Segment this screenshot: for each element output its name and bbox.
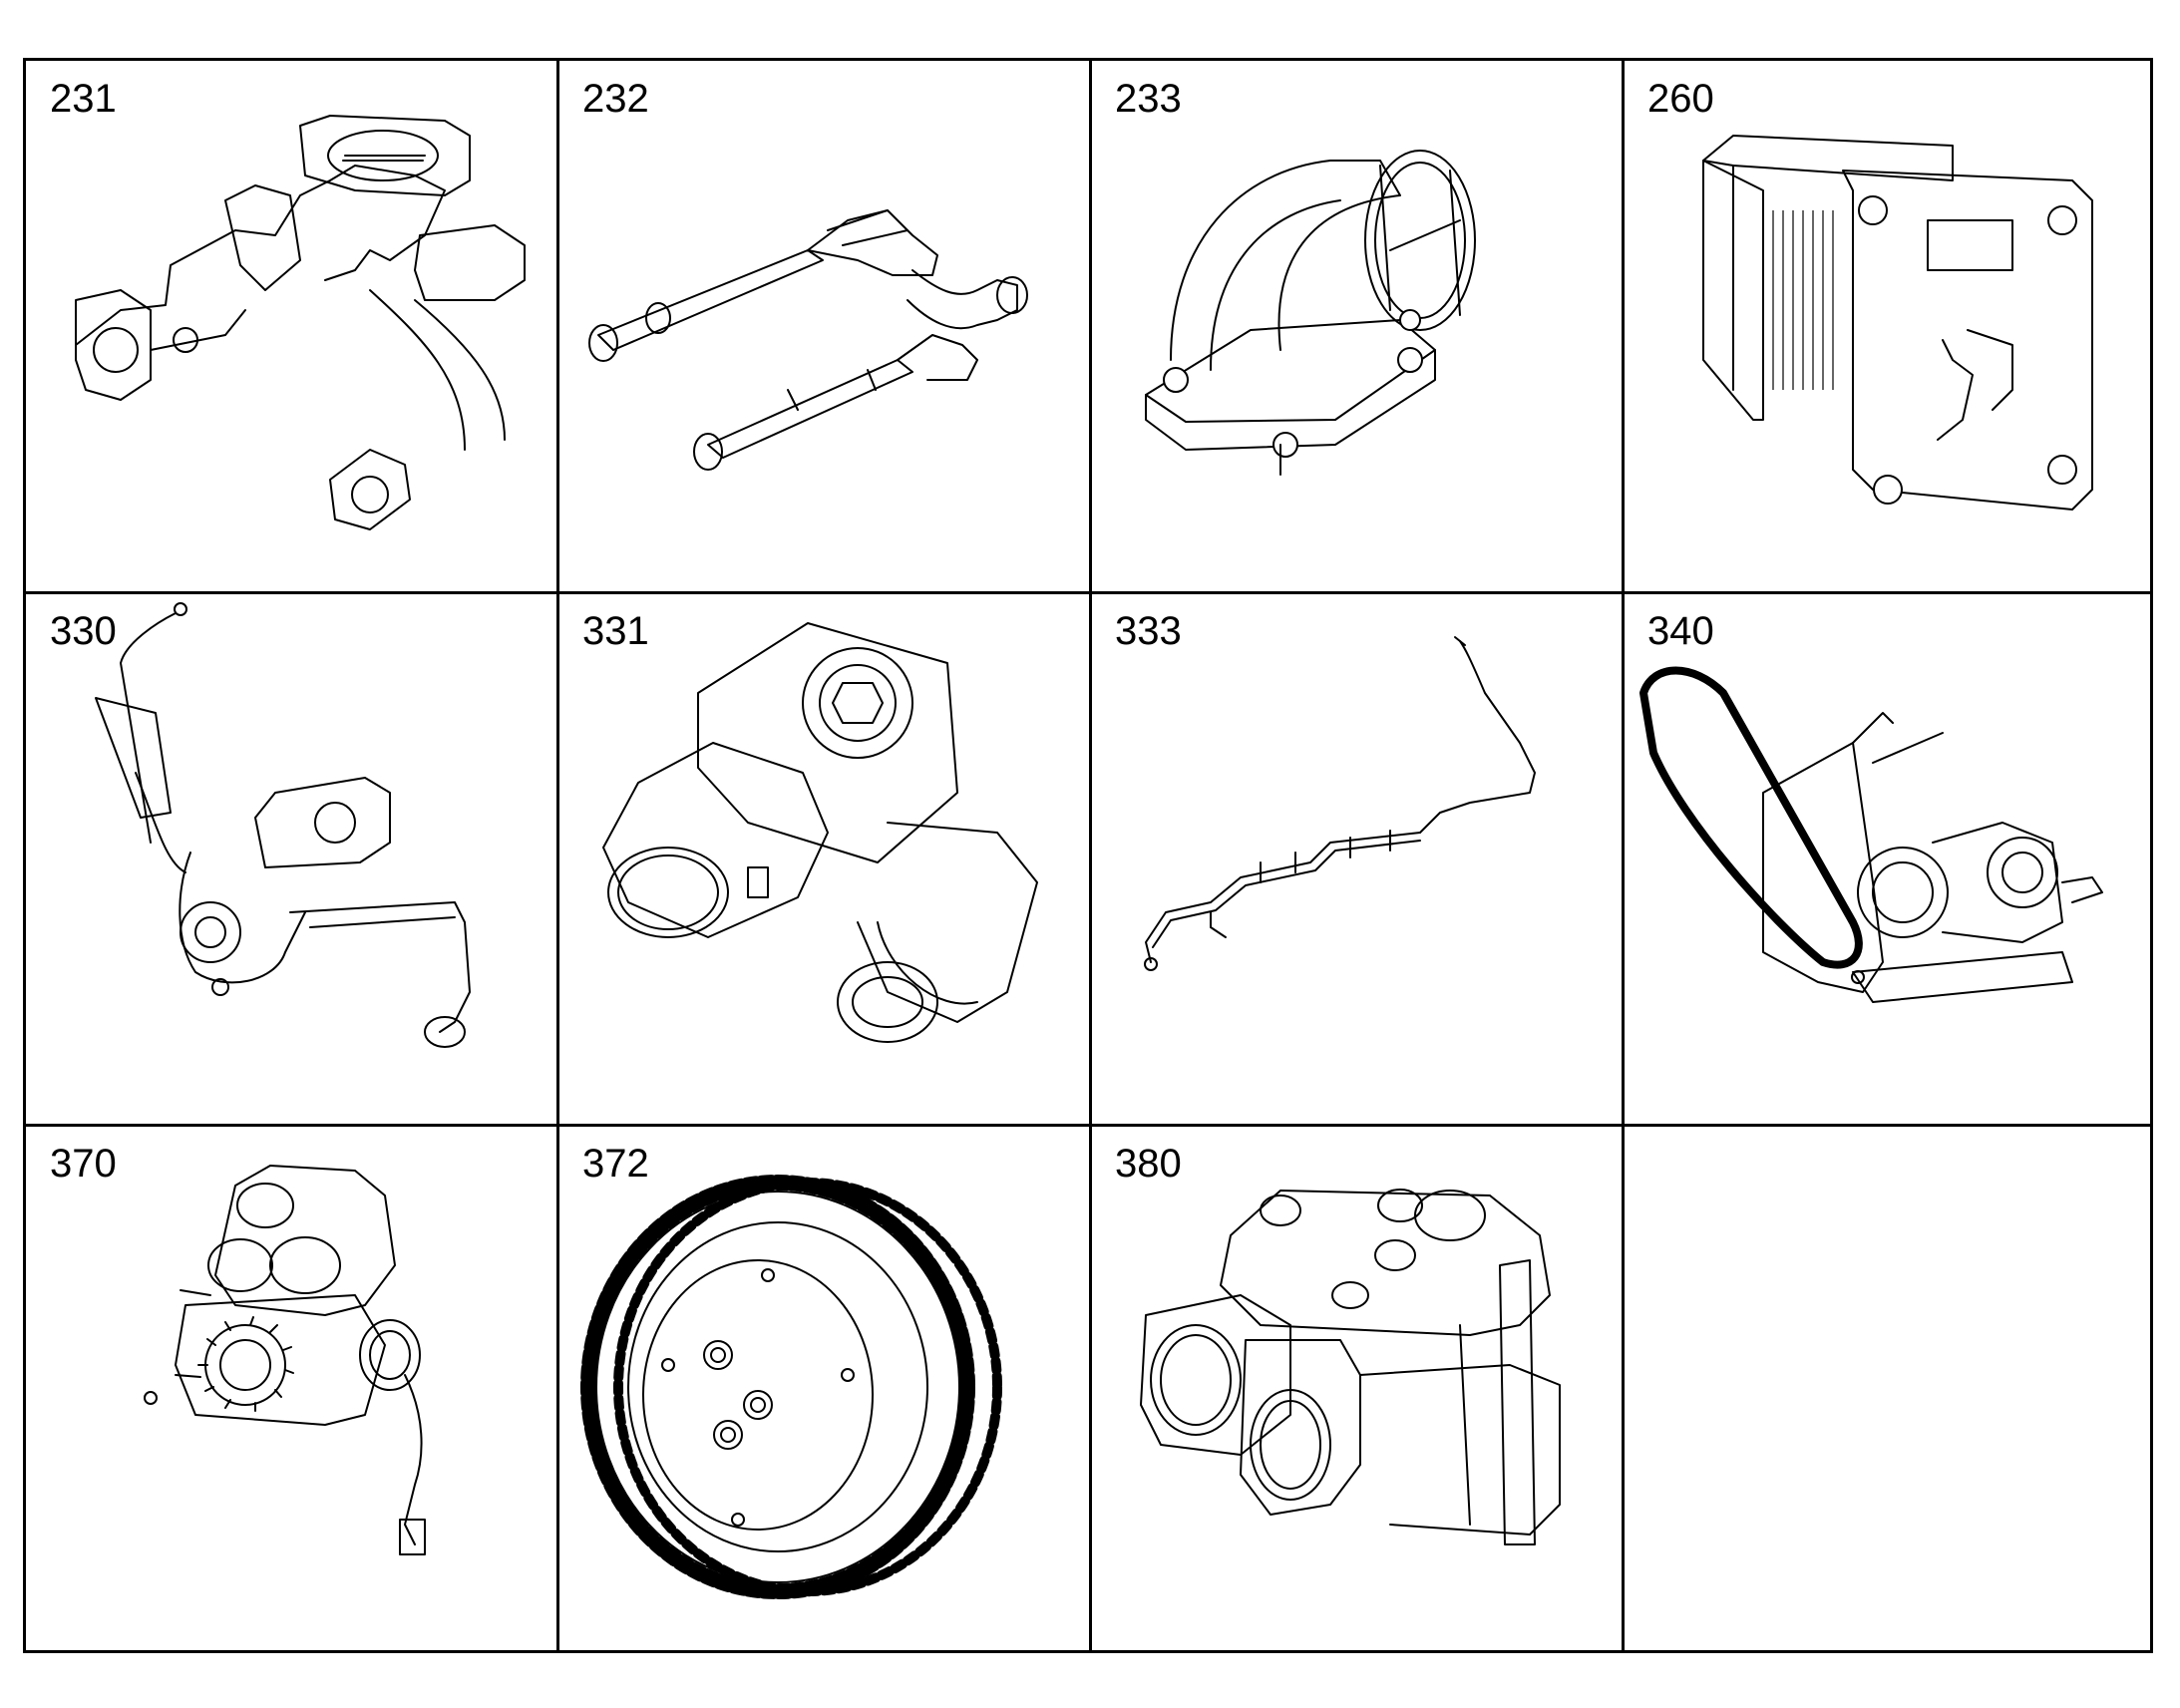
grid-divider: [26, 1124, 2150, 1127]
grid-divider: [1089, 61, 1092, 1650]
part-number: 260: [1647, 77, 1714, 121]
part-cell-380[interactable]: 380: [1091, 1126, 1622, 1656]
parts-grid: 231 232: [23, 58, 2153, 1653]
grid-divider: [556, 61, 559, 1650]
part-cell-231[interactable]: 231: [26, 61, 556, 591]
gear-icon: [580, 1175, 1002, 1599]
part-number: 340: [1647, 609, 1714, 653]
intake-manifold-icon: [75, 115, 526, 530]
grid-divider: [1622, 61, 1625, 1650]
part-cell-340[interactable]: 340: [1624, 593, 2156, 1124]
part-cell-370[interactable]: 370: [26, 1126, 556, 1656]
part-cell-233[interactable]: 233: [1091, 61, 1622, 591]
part-number: 333: [1115, 609, 1182, 653]
line-harness-icon: [1144, 636, 1536, 971]
cylinder-head-icon: [1140, 1189, 1561, 1545]
belt-drive-icon: [1639, 666, 2103, 1003]
part-number: 372: [582, 1142, 649, 1186]
part-cell-232[interactable]: 232: [558, 61, 1089, 591]
part-cell-260[interactable]: 260: [1624, 61, 2156, 591]
part-cell-330[interactable]: 330: [26, 593, 556, 1124]
part-cell-331[interactable]: 331: [558, 593, 1089, 1124]
pump-assembly-icon: [144, 1165, 426, 1555]
part-number: 231: [50, 77, 117, 121]
grid-divider: [26, 591, 2150, 594]
part-cell-empty: [1624, 1126, 2156, 1656]
part-number: 370: [50, 1142, 117, 1186]
intercooler-icon: [1702, 135, 2093, 511]
part-number: 233: [1115, 77, 1182, 121]
part-cell-372[interactable]: 372: [558, 1126, 1089, 1656]
pipe-assembly-icon: [588, 209, 1028, 471]
part-number: 380: [1115, 1142, 1182, 1186]
elbow-pipe-icon: [1145, 150, 1476, 476]
part-cell-333[interactable]: 333: [1091, 593, 1622, 1124]
part-number: 331: [582, 609, 649, 653]
air-compressor-icon: [95, 602, 471, 1048]
part-number: 232: [582, 77, 649, 121]
fitting-union-icon: [602, 622, 1038, 1043]
part-number: 330: [50, 609, 117, 653]
